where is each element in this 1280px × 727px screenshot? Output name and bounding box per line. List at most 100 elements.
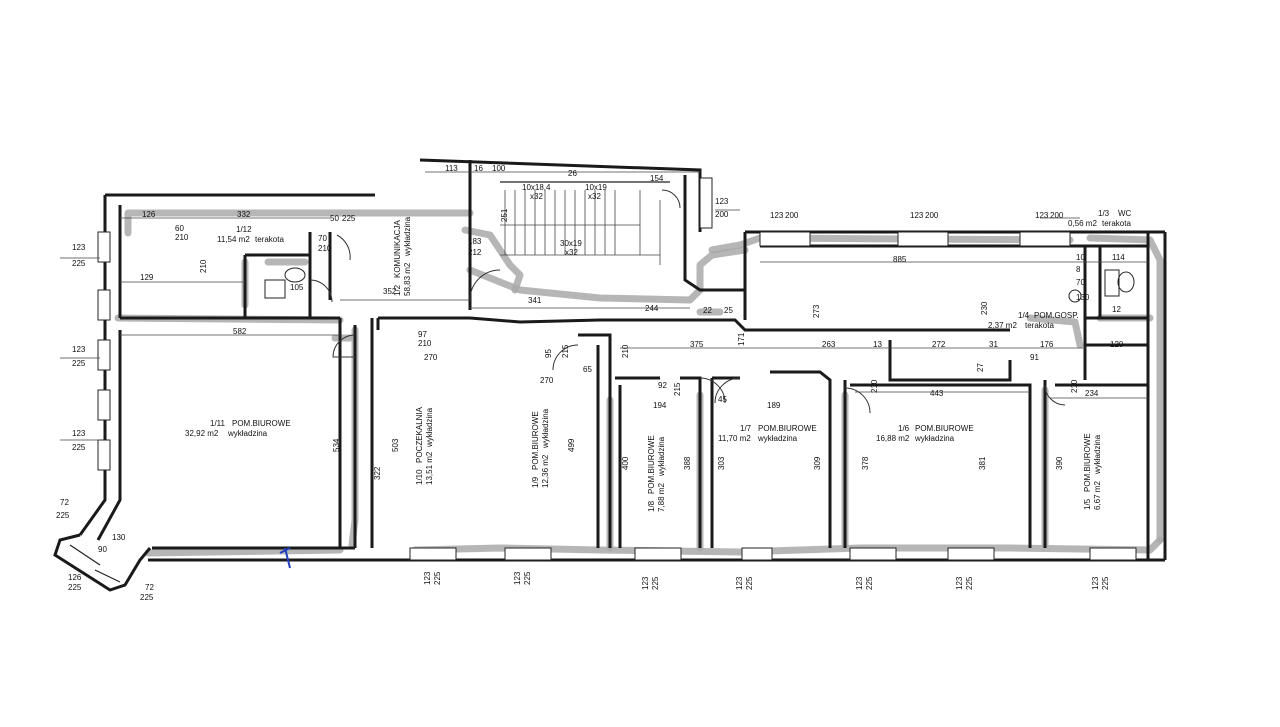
room-area: 6,67 m2 bbox=[1093, 481, 1102, 510]
room-label-1-7: 1/7 POM.BIUROWE 11,70 m2 wykładzina bbox=[718, 424, 817, 443]
room-finish: wykładzina bbox=[425, 407, 434, 448]
room-label-1-3: 1/3 WC 0,56 m2 terakota bbox=[1068, 209, 1132, 228]
dimension: 200 bbox=[925, 211, 939, 220]
room-label-1-2: 1/2 KOMUNIKACJA 58,83 m2 wykładzina bbox=[393, 216, 412, 296]
room-name: POM.BIUROWE bbox=[531, 411, 540, 470]
room-label-1-10: 1/10 POCZEKALNIA 13,51 m2 wykładzina bbox=[415, 406, 434, 485]
room-finish: wykładzina bbox=[541, 408, 550, 449]
dimension: 176 bbox=[1040, 340, 1054, 349]
room-name: POCZEKALNIA bbox=[415, 406, 424, 463]
room-name: POM.BIUROWE bbox=[647, 435, 656, 494]
dimension: 270 bbox=[540, 376, 554, 385]
room-finish: terakota bbox=[255, 235, 284, 244]
dimension: 443 bbox=[930, 389, 944, 398]
room-number: 1/12 bbox=[236, 225, 252, 234]
dimension: 225 bbox=[72, 359, 86, 368]
dimension: 97 bbox=[418, 330, 427, 339]
dimension: 215 bbox=[673, 382, 682, 396]
dimension: 123 bbox=[72, 243, 86, 252]
dimension: 120 bbox=[1110, 340, 1124, 349]
room-name: POM.BIUROWE bbox=[232, 419, 291, 428]
dimension: 123 bbox=[72, 345, 86, 354]
dimension: 123 bbox=[735, 576, 744, 590]
room-area: 12,36 m2 bbox=[541, 454, 550, 488]
dimension: 885 bbox=[893, 255, 907, 264]
room-area: 16,88 m2 bbox=[876, 434, 910, 443]
dimension: 272 bbox=[932, 340, 946, 349]
dimension: 390 bbox=[1055, 456, 1064, 470]
dimension: 25 bbox=[724, 306, 733, 315]
dimension: 26 bbox=[568, 169, 577, 178]
dimension: 270 bbox=[424, 353, 438, 362]
room-name: KOMUNIKACJA bbox=[393, 220, 402, 278]
room-name: WC bbox=[1118, 209, 1132, 218]
stair-label: 30x19 bbox=[560, 239, 582, 248]
dimension: 225 bbox=[342, 214, 356, 223]
dimension: 322 bbox=[373, 466, 382, 480]
room-label-1-11: 1/11 POM.BIUROWE 32,92 m2 wykładzina bbox=[185, 419, 291, 438]
room-number: 1/6 bbox=[898, 424, 910, 433]
room-finish: wykładzina bbox=[1093, 434, 1102, 475]
room-number: 1/4 bbox=[1018, 311, 1030, 320]
dimension: 154 bbox=[650, 174, 664, 183]
stair-label: x32 bbox=[565, 248, 578, 257]
room-label-1-4: 1/4 POM.GOSP. 2,37 m2 terakota bbox=[988, 311, 1079, 330]
room-label-1-8: 1/8 POM.BIUROWE 7,88 m2 wykładzina bbox=[647, 435, 666, 512]
dimension: 123 bbox=[513, 571, 522, 585]
stair-label: 10x19 bbox=[585, 183, 607, 192]
dimension: 503 bbox=[391, 438, 400, 452]
door-swings bbox=[309, 189, 1066, 414]
walls bbox=[78, 158, 1167, 562]
dimension: 499 bbox=[567, 438, 576, 452]
dimension: 27 bbox=[976, 363, 985, 372]
dimension: 378 bbox=[861, 456, 870, 470]
dimension: 183 bbox=[468, 237, 482, 246]
dimension: 210 bbox=[199, 259, 208, 273]
dimension: 225 bbox=[140, 593, 154, 602]
dimension: 72 bbox=[60, 498, 69, 507]
dimension: 225 bbox=[56, 511, 70, 520]
dimension: 332 bbox=[237, 210, 251, 219]
corner-bay bbox=[53, 533, 152, 592]
room-area: 7,88 m2 bbox=[657, 483, 666, 512]
vertical-dimension-texts: 210 251 534 503 322 499 400 388 303 309 … bbox=[199, 208, 1079, 480]
dimension: 123 bbox=[1035, 211, 1049, 220]
room-name: POM.GOSP. bbox=[1034, 311, 1079, 320]
sanitary-fixtures bbox=[264, 267, 1135, 303]
room-name: POM.BIUROWE bbox=[758, 424, 817, 433]
room-area: 13,51 m2 bbox=[425, 451, 434, 485]
dimension: 225 bbox=[523, 571, 532, 585]
dimension: 215 bbox=[561, 344, 570, 358]
room-label-1-12: 1/12 11,54 m2 terakota bbox=[217, 225, 284, 244]
dimension: 309 bbox=[813, 456, 822, 470]
room-number: 1/7 bbox=[740, 424, 752, 433]
dimension: 123 bbox=[641, 576, 650, 590]
dimension: 210 bbox=[1070, 379, 1079, 393]
room-finish: wykładzina bbox=[914, 434, 955, 443]
room-number: 1/8 bbox=[647, 500, 656, 512]
dimension: 22 bbox=[703, 306, 712, 315]
dimension: 388 bbox=[683, 456, 692, 470]
dimension: 92 bbox=[658, 381, 667, 390]
dimension: 100 bbox=[492, 164, 506, 173]
stair-label: 10x18,4 bbox=[522, 183, 551, 192]
room-number: 1/11 bbox=[210, 419, 226, 428]
dimension: 130 bbox=[1076, 293, 1090, 302]
dimension: 126 bbox=[142, 210, 156, 219]
dimension: 225 bbox=[965, 576, 974, 590]
dimension: 123 bbox=[910, 211, 924, 220]
dimension: 400 bbox=[621, 456, 630, 470]
dimension: 251 bbox=[500, 208, 509, 222]
dimension: 123 bbox=[715, 197, 729, 206]
dimension: 91 bbox=[1030, 353, 1039, 362]
dimension: 114 bbox=[1112, 253, 1125, 262]
dimension: 225 bbox=[1101, 576, 1110, 590]
dimension: 341 bbox=[528, 296, 542, 305]
stair-lines bbox=[500, 181, 670, 265]
dimension: 244 bbox=[645, 304, 659, 313]
room-area: 11,70 m2 bbox=[718, 434, 751, 443]
dimension: 123 bbox=[423, 571, 432, 585]
dimension: 123 bbox=[1091, 576, 1100, 590]
dimension: 225 bbox=[68, 583, 82, 592]
dimension: 113 bbox=[445, 164, 458, 173]
